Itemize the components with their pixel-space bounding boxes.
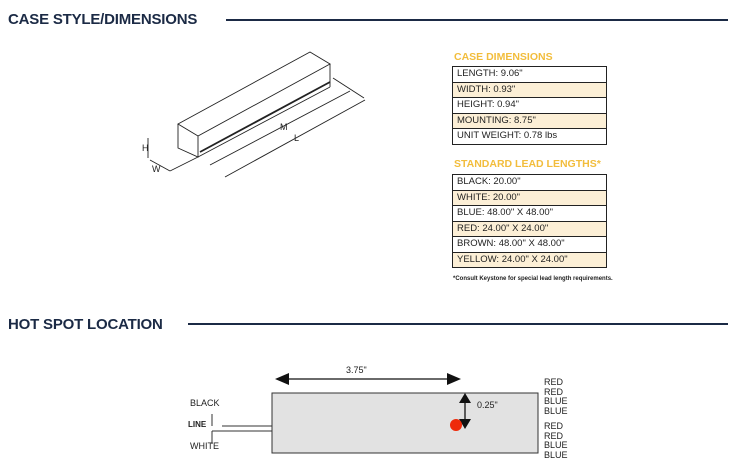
black-lead-label: BLACK — [190, 398, 220, 408]
table-row: YELLOW: 24.00" X 24.00" — [452, 252, 607, 268]
table-row: LENGTH: 9.06" — [452, 67, 607, 83]
footnote: *Consult Keystone for special lead lengt… — [453, 276, 613, 282]
table-row: BLACK: 20.00" — [452, 175, 607, 191]
lead-lengths-title: STANDARD LEAD LENGTHS* — [454, 158, 601, 170]
lead-label: BLUE — [544, 405, 568, 416]
lead-label: BLUE — [544, 449, 568, 460]
table-row: MOUNTING: 8.75" — [452, 113, 607, 129]
case-dimensions-title: CASE DIMENSIONS — [454, 51, 553, 63]
lead-label: RED — [544, 430, 564, 441]
case-style-title: CASE STYLE/DIMENSIONS — [8, 11, 198, 28]
hot-spot-title: HOT SPOT LOCATION — [8, 316, 163, 333]
ballast-outline — [271, 392, 539, 454]
right-leads: RED RED BLUE BLUE RED RED BLUE BLUE — [544, 377, 568, 460]
table-row: WHITE: 20.00" — [452, 190, 607, 206]
table-row: BROWN: 48.00" X 48.00" — [452, 237, 607, 253]
lead-lengths-table: BLACK: 20.00" WHITE: 20.00" BLUE: 48.00"… — [452, 174, 607, 268]
case-dimensions-table: LENGTH: 9.06" WIDTH: 0.93" HEIGHT: 0.94"… — [452, 66, 607, 145]
lead-label: RED — [544, 377, 564, 387]
h-label: H — [142, 143, 149, 153]
lead-label: BLUE — [544, 396, 568, 406]
table-row: WIDTH: 0.93" — [452, 82, 607, 98]
vertical-dimension-label: 0.25" — [477, 400, 498, 410]
m-label: M — [280, 122, 288, 132]
horizontal-dimension-label: 3.75" — [346, 365, 367, 375]
table-row: HEIGHT: 0.94" — [452, 98, 607, 114]
table-row: UNIT WEIGHT: 0.78 lbs — [452, 129, 607, 145]
divider — [226, 19, 728, 21]
lead-label: BLUE — [544, 440, 568, 450]
lead-label: RED — [544, 421, 564, 431]
white-lead-label: WHITE — [190, 441, 219, 451]
lead-label: RED — [544, 386, 564, 397]
w-label: W — [152, 164, 161, 174]
hot-spot-dot — [450, 419, 462, 431]
table-row: RED: 24.00" X 24.00" — [452, 221, 607, 237]
table-row: BLUE: 48.00" X 48.00" — [452, 206, 607, 222]
divider — [188, 323, 728, 325]
l-label: L — [294, 133, 299, 143]
line-label: LINE — [188, 420, 207, 429]
